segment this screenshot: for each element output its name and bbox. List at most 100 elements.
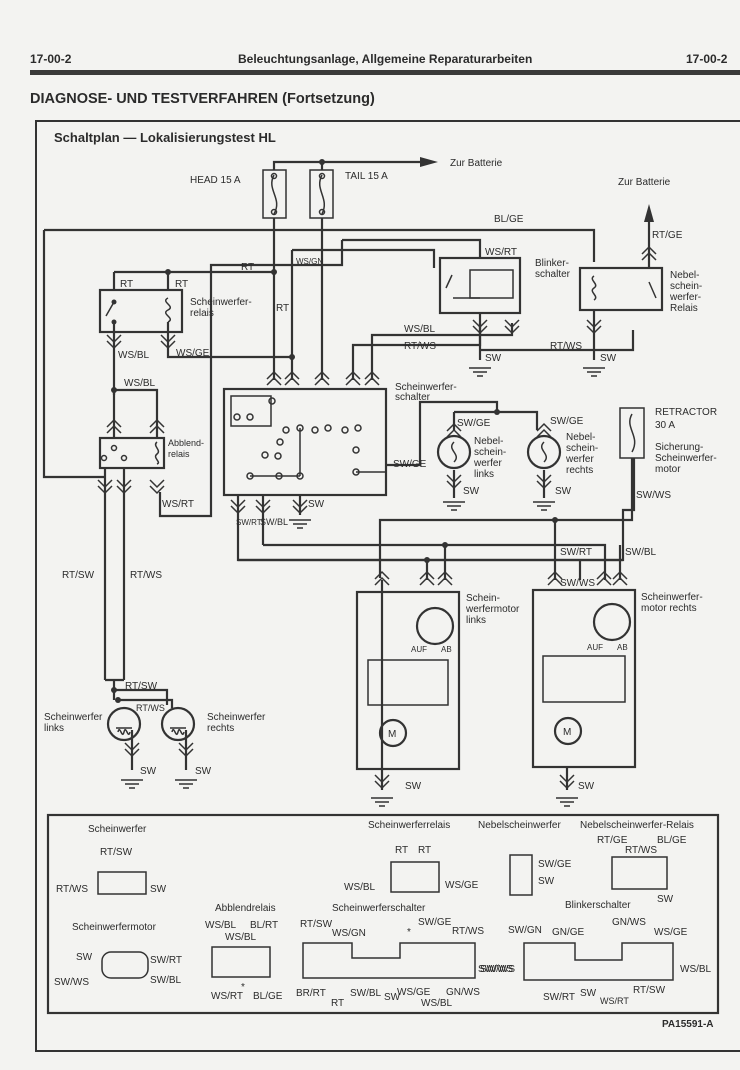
component-label: schein-	[670, 281, 702, 292]
component-label: Scheinwerfer	[44, 712, 103, 723]
pin-label: RT/SW	[300, 919, 333, 930]
ab-label: AB	[617, 643, 628, 652]
wire-label: RT/WS	[404, 341, 436, 352]
battery-arrow-up-icon	[644, 204, 654, 222]
wire-label: SW/WS	[636, 490, 671, 501]
wire-label: SW/WS	[560, 578, 595, 589]
wire-label: SW	[140, 766, 157, 777]
headlamp-right	[160, 706, 196, 742]
wire-label: SW/RT	[560, 547, 592, 558]
component-label: Nebel-	[566, 432, 595, 443]
retractor-desc: motor	[655, 464, 681, 475]
pin-label: WS/GE	[397, 987, 431, 998]
wire-label: WS/RT	[162, 499, 194, 510]
pin-label: BL/GE	[253, 991, 283, 1002]
pin-label: WS/GE	[654, 927, 688, 938]
pin-label: SW/BL	[350, 988, 382, 999]
page-number-left: 17-00-2	[30, 52, 72, 66]
legend-title: Scheinwerfermotor	[72, 922, 157, 933]
component-label: werfer-	[669, 292, 701, 303]
retractor-desc: Scheinwerfer-	[655, 453, 717, 464]
diagram-frame	[35, 120, 740, 1052]
wire-label: SW	[485, 353, 502, 364]
wire-label: SW	[195, 766, 212, 777]
legend-title: Blinkerschalter	[565, 900, 631, 911]
pin-label: RT/SW	[633, 985, 666, 996]
turn-signal-switch	[438, 256, 522, 315]
wire-label: RT	[175, 279, 188, 290]
page-number-right: 17-00-2	[686, 52, 728, 66]
connector-schalter	[302, 942, 476, 979]
motor-symbol: M	[388, 729, 396, 740]
pin-label: WS/RT	[600, 996, 629, 1006]
pin-label: SW/WS	[54, 977, 89, 988]
pin-label: RT	[418, 845, 431, 856]
wire-label: SW/GE	[457, 418, 491, 429]
headlamp-switch	[222, 387, 388, 497]
retractor-label: RETRACTOR	[655, 407, 717, 418]
connector-legend-box	[46, 813, 720, 1015]
battery-arrow-icon	[420, 157, 438, 167]
headlamp-left	[106, 706, 142, 742]
pin-label: RT	[395, 845, 408, 856]
legend-title: Scheinwerfer	[88, 824, 147, 835]
component-label: schalter	[535, 269, 571, 280]
wire-label: RT	[120, 279, 133, 290]
component-label: schein-	[474, 447, 506, 458]
pin-label: SW	[657, 894, 674, 905]
tail-fuse	[309, 169, 334, 219]
header-rule	[30, 70, 740, 75]
battery-label-2: Zur Batterie	[618, 177, 671, 188]
wire-label: WS/BL	[404, 324, 436, 335]
connector-relais	[390, 861, 440, 893]
headlamp-motor-right	[531, 588, 637, 769]
motor-symbol: M	[563, 727, 571, 738]
component-label: Scheinwerfer	[207, 712, 266, 723]
component-label: links	[44, 723, 64, 734]
legend-title: Scheinwerferschalter	[332, 903, 426, 914]
tail-fuse-label: TAIL 15 A	[345, 171, 388, 182]
connector-motor	[101, 951, 149, 979]
pin-label: SW	[150, 884, 167, 895]
component-label: Scheinwerfer-	[641, 592, 703, 603]
component-label: rechts	[207, 723, 234, 734]
pin-label: SW/WS	[480, 964, 515, 975]
component-label: Nebel-	[670, 270, 699, 281]
retractor-fuse	[619, 407, 645, 459]
wire-label: RT	[276, 303, 289, 314]
pin-label: WS/BL	[680, 964, 712, 975]
dimmer-relay	[98, 436, 166, 470]
connector-abblend	[211, 946, 271, 978]
head-fuse	[262, 169, 287, 219]
wire-label: SW	[555, 486, 572, 497]
pin-label: WS/RT	[211, 991, 243, 1002]
wire-label: SW/GE	[550, 416, 584, 427]
pin-label: RT/GE	[597, 835, 628, 846]
wire-label: SW/GE	[393, 459, 427, 470]
pin-label: SW/WS	[478, 964, 513, 975]
component-label: schalter	[395, 392, 431, 403]
headlamp-motor-left	[355, 590, 461, 771]
wire-label: RT/WS	[130, 570, 162, 581]
component-label: Relais	[670, 303, 698, 314]
wire-label: RT/SW	[62, 570, 95, 581]
wire-label: RT	[241, 262, 254, 273]
wire-label: SW/RT	[236, 518, 262, 527]
legend-title: Nebelscheinwerfer-Relais	[580, 820, 694, 831]
wire-label: SW/BL	[260, 517, 288, 527]
fog-lamp-left	[436, 434, 472, 470]
fog-lamp-relay	[578, 266, 664, 312]
pin-label: GN/GE	[552, 927, 585, 938]
pin-label: WS/BL	[344, 882, 376, 893]
component-label: relais	[190, 308, 214, 319]
pin-label: WS/BL	[421, 998, 453, 1009]
wire-label: SW	[578, 781, 595, 792]
pin-label: WS/GN	[332, 928, 366, 939]
pin-label: WS/GE	[445, 880, 479, 891]
pin-label: RT	[331, 998, 344, 1009]
pin-label: BR/RT	[296, 988, 326, 999]
head-fuse-label: HEAD 15 A	[190, 175, 241, 186]
connector-nebel-relais	[611, 856, 668, 890]
pin-label: RT/WS	[625, 845, 657, 856]
